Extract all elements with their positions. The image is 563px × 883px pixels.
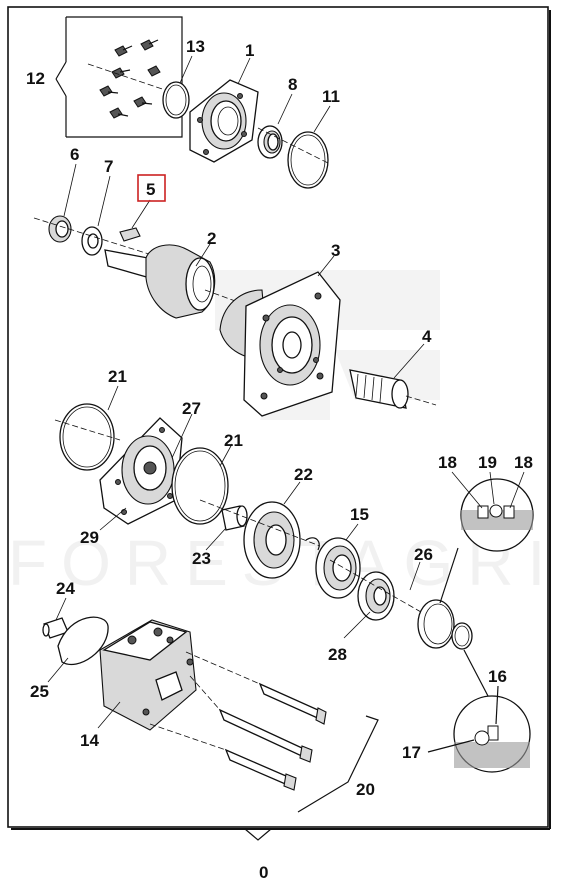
callout-labels: 1 2 3 4 5 6 7 8 11 12 13 14 15 16 17 18 …	[26, 37, 533, 882]
o-ring-11	[287, 131, 329, 189]
callout-12: 12	[26, 69, 45, 88]
splined-shaft-4	[349, 369, 437, 409]
highlight-box	[137, 174, 166, 202]
callout-15: 15	[350, 505, 369, 524]
callout-18-right: 18	[514, 453, 533, 472]
bolt-bracket	[297, 715, 379, 813]
key-5	[119, 227, 141, 242]
callout-26: 26	[414, 545, 433, 564]
housing-3	[219, 271, 341, 417]
seal-8	[257, 125, 283, 159]
o-ring-13	[162, 81, 190, 119]
callout-3: 3	[331, 241, 340, 260]
o-ring-21-right	[171, 447, 229, 525]
nut-6	[48, 215, 72, 243]
o-ring-25	[57, 616, 109, 666]
washer-7	[81, 226, 103, 256]
callout-23: 23	[192, 549, 211, 568]
bolt-icon	[149, 651, 327, 791]
callout-18-left: 18	[438, 453, 457, 472]
callout-4: 4	[422, 327, 432, 346]
seal-detail-top	[439, 478, 534, 604]
callout-6: 6	[70, 145, 79, 164]
o-ring-21-left	[59, 403, 115, 471]
gerotor-22	[199, 499, 321, 579]
callout-2: 2	[207, 229, 216, 248]
callout-13: 13	[186, 37, 205, 56]
leader-lines	[47, 55, 525, 729]
callout-11: 11	[322, 87, 340, 106]
callout-29: 29	[80, 528, 99, 547]
seal-detail-bottom	[427, 649, 531, 773]
flange-1	[189, 79, 259, 163]
snap-ring	[305, 537, 320, 551]
callout-19: 19	[478, 453, 497, 472]
valve-housing-14	[99, 619, 197, 731]
callout-21-left: 21	[108, 367, 127, 386]
callout-25: 25	[30, 682, 49, 701]
coupling-23	[221, 505, 248, 531]
screw-icon	[99, 39, 161, 119]
seal-26	[417, 599, 473, 650]
screw-kit-box	[55, 16, 183, 138]
callout-5: 5	[146, 180, 155, 199]
callout-20: 20	[356, 780, 375, 799]
callout-28: 28	[328, 645, 347, 664]
callout-16: 16	[488, 667, 507, 686]
callout-21-right: 21	[224, 431, 243, 450]
bearing-15	[315, 537, 361, 599]
diagram-frame	[7, 6, 549, 828]
callout-14: 14	[80, 731, 99, 750]
callout-27: 27	[182, 399, 201, 418]
callout-0: 0	[259, 863, 268, 882]
callout-17: 17	[402, 743, 421, 762]
callout-7: 7	[104, 157, 113, 176]
plate-29	[99, 417, 183, 525]
callout-24: 24	[56, 579, 75, 598]
bottom-notch	[244, 828, 272, 841]
callout-1: 1	[245, 41, 254, 60]
callout-8: 8	[288, 75, 297, 94]
bearing-28	[357, 571, 395, 621]
callout-22: 22	[294, 465, 313, 484]
